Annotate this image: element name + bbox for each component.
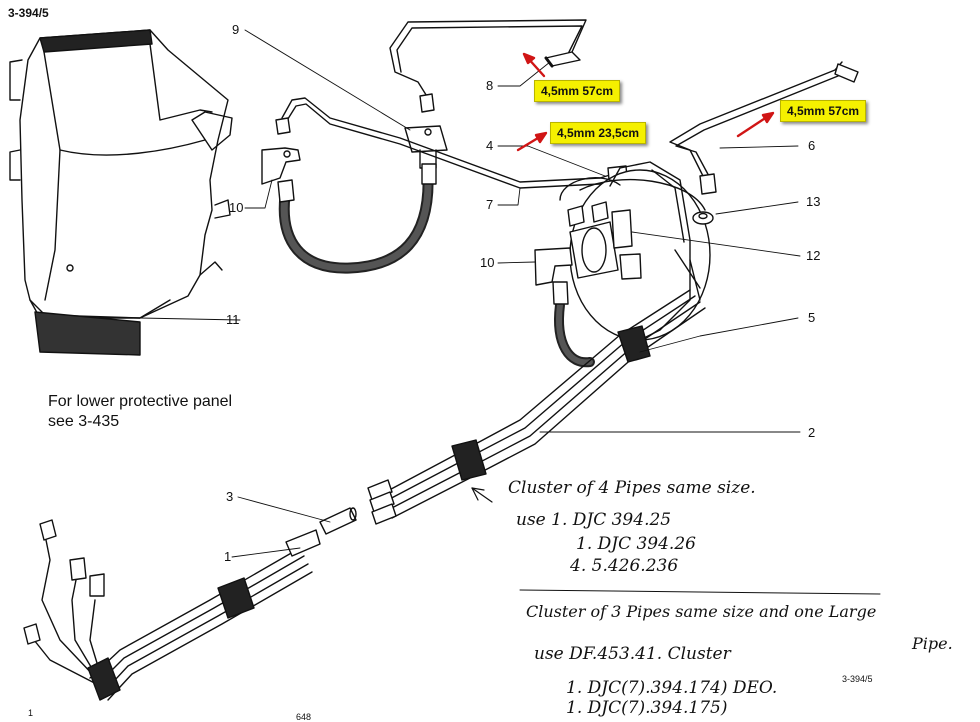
- pipe-8: [389, 19, 587, 113]
- callout-5: 5: [808, 310, 816, 325]
- clip-bottom: [87, 657, 121, 701]
- hand-cluster3-use: use DF.453.41. Cluster: [534, 644, 731, 664]
- handwritten-arrow: [471, 487, 493, 503]
- hand-cluster3-title2: Pipe.: [912, 634, 953, 653]
- clip-lower: [217, 577, 255, 619]
- flexible-hose-left: [277, 163, 437, 274]
- pipe-6: [669, 61, 859, 195]
- pipe-cluster-1: [23, 519, 321, 701]
- callout-4: 4: [486, 138, 494, 153]
- clip-middle: [451, 439, 487, 481]
- nut-13: [692, 211, 714, 225]
- highlight-pipe-4: 4,5mm 23,5cm: [550, 122, 647, 144]
- callout-6: 6: [808, 138, 816, 153]
- callout-8: 8: [486, 78, 494, 93]
- bracket-10-left: [261, 147, 301, 185]
- callout-11: 11: [226, 312, 240, 327]
- note-line-2: see 3-435: [48, 413, 120, 430]
- footer-page-number: 648: [296, 712, 312, 722]
- highlight-pipe-8: 4,5mm 57cm: [534, 80, 621, 102]
- clip-upper: [617, 325, 651, 363]
- pipe-7: [275, 97, 629, 193]
- callout-7: 7: [486, 197, 494, 212]
- callout-9: 9: [232, 22, 240, 37]
- callout-2: 2: [808, 425, 816, 440]
- callout-12: 12: [806, 248, 821, 263]
- red-arrows: [516, 52, 775, 152]
- callout-13: 13: [806, 194, 821, 209]
- hand-cluster4-item3: 4. 5.426.236: [570, 556, 679, 576]
- bracket-10-right: [534, 247, 573, 286]
- note-line-1: For lower protective panel: [48, 393, 233, 410]
- connector-sleeve-3: [319, 507, 357, 535]
- footer-reference: 3-394/5: [842, 674, 873, 684]
- protective-panel-11: [9, 29, 233, 356]
- hand-cluster4-use: use 1. DJC 394.25: [516, 510, 672, 530]
- highlight-pipe-6: 4,5mm 57cm: [780, 100, 867, 122]
- flexible-hose-lower: [552, 281, 595, 368]
- handwritten-divider: [519, 589, 881, 595]
- hand-cluster4-title: Cluster of 4 Pipes same size.: [508, 478, 756, 498]
- page-id: 3-394/5: [8, 6, 49, 20]
- hand-cluster3-title: Cluster of 3 Pipes same size and one Lar…: [526, 602, 877, 621]
- hand-cluster3-item1: 1. DJC(7).394.174) DEO.: [566, 678, 778, 698]
- callout-3: 3: [226, 489, 234, 504]
- pipe-cluster-2: [379, 249, 706, 519]
- callout-10-right: 10: [480, 255, 495, 270]
- bracket-9: [404, 125, 448, 169]
- footer-left-mark: 1: [28, 708, 34, 718]
- t-piece-12: [611, 209, 642, 280]
- pipe-ends-cluster-2: [367, 479, 397, 525]
- callout-1: 1: [224, 549, 232, 564]
- callout-10-left: 10: [229, 200, 244, 215]
- hand-cluster4-item2: 1. DJC 394.26: [576, 534, 696, 554]
- hand-cluster3-item2: 1. DJC(7).394.175): [566, 698, 728, 718]
